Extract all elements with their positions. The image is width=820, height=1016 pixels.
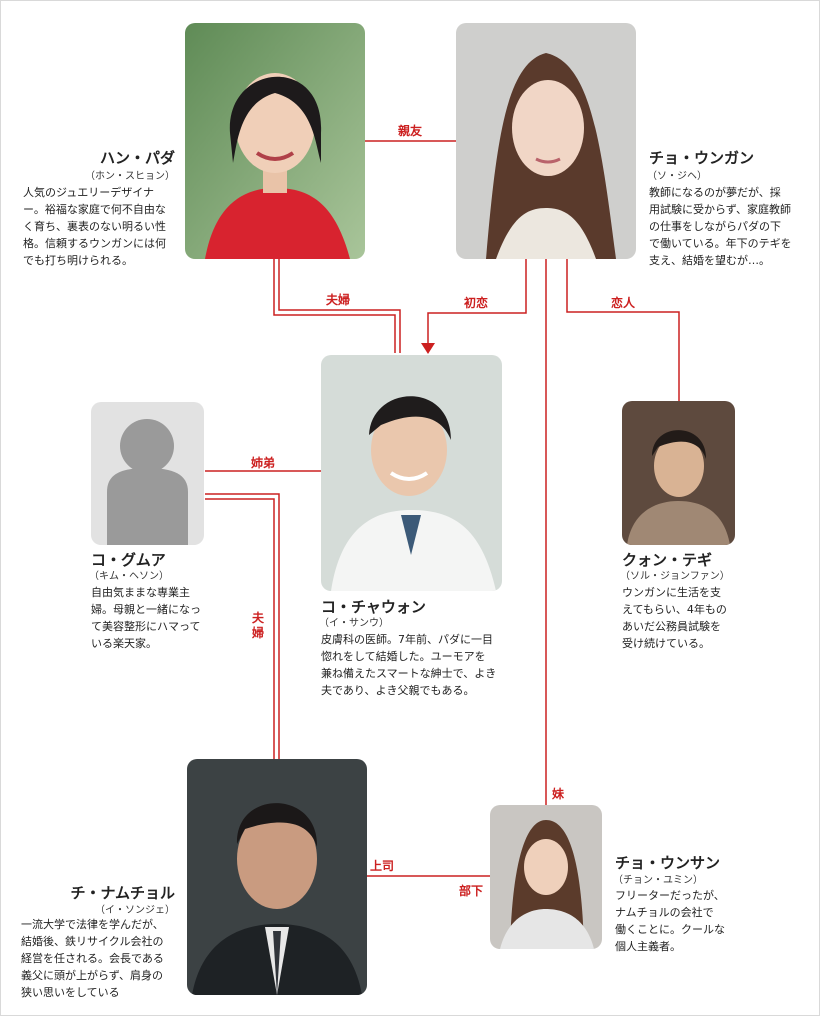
desc-chounsan: フリーターだったが、 ナムチョルの会社で 働くことに。クールな 個人主義者。 bbox=[615, 889, 725, 953]
photo-kochawon bbox=[321, 355, 502, 591]
label-koibito: 恋人 bbox=[611, 296, 636, 310]
label-hatsukoi: 初恋 bbox=[464, 296, 489, 310]
desc-hanpada: 人気のジュエリーデザイナ ー。裕福な家庭で何不自由な く育ち、裏表のない明るい性… bbox=[23, 186, 166, 267]
label-fufu1: 夫婦 bbox=[326, 293, 351, 307]
name-chinamchol: チ・ナムチョル bbox=[70, 884, 175, 902]
line-hatsukoi bbox=[427, 259, 527, 343]
label-imouto: 妹 bbox=[552, 787, 565, 801]
photo-kwontegi bbox=[622, 401, 735, 545]
actor-hanpada: （ホン・スヒョン） bbox=[85, 171, 175, 182]
name-chounggang: チョ・ウンガン bbox=[649, 149, 755, 167]
line-koibito bbox=[566, 259, 680, 401]
desc-chounggang: 教師になるのが夢だが、採 用試験に受からず、家庭教師 の仕事をしながらパダの下 … bbox=[649, 186, 792, 267]
arrowhead-icon bbox=[421, 343, 435, 354]
person-silhouette-icon bbox=[107, 419, 188, 545]
photo-kogumua bbox=[91, 402, 204, 545]
desc-kwontegi: ウンガンに生活を支 えてもらい、4年もの あいだ公務員試験を 受け続けている。 bbox=[622, 586, 727, 650]
photo-chounsan bbox=[490, 805, 602, 949]
label-shinyu: 親友 bbox=[398, 124, 423, 138]
actor-kochawon: （イ・サンウ） bbox=[319, 618, 389, 629]
line-fufu1-a bbox=[273, 259, 396, 353]
line-fufu1-b bbox=[278, 259, 401, 353]
desc-kochawon: 皮膚科の医師。7年前、パダに一目 惚れをして結婚した。ユーモアを 兼ね備えたスマ… bbox=[321, 633, 497, 697]
desc-chinamchol: 一流大学で法律を学んだが、 結婚後、鉄リサイクル会社の 経営を任される。会長であ… bbox=[21, 918, 164, 999]
line-fufu2-a bbox=[205, 493, 280, 759]
photo-hanpada bbox=[185, 23, 365, 259]
actor-kogumua: （キム・ヘソン） bbox=[89, 571, 169, 582]
actor-chounggang: （ソ・ジヘ） bbox=[647, 171, 707, 182]
label-fufu2: 夫婦 bbox=[252, 611, 265, 640]
name-kwontegi: クォン・テギ bbox=[622, 551, 713, 569]
photo-chounggang bbox=[456, 23, 636, 259]
actor-kwontegi: （ソル・ジョンファン） bbox=[620, 571, 730, 582]
name-chounsan: チョ・ウンサン bbox=[615, 854, 721, 872]
label-joushi: 上司 bbox=[370, 859, 395, 873]
actor-chinamchol: （イ・ソンジェ） bbox=[95, 905, 175, 916]
label-buka: 部下 bbox=[459, 884, 484, 898]
name-kogumua: コ・グムア bbox=[91, 551, 166, 569]
actor-chounsan: （チョン・ユミン） bbox=[613, 875, 703, 886]
desc-kogumua: 自由気ままな専業主 婦。母親と一緒になっ て美容整形にハマって いる楽天家。 bbox=[91, 586, 201, 650]
name-hanpada: ハン・パダ bbox=[99, 149, 175, 167]
label-shitei: 姉弟 bbox=[251, 456, 276, 470]
photo-chinamchol bbox=[187, 759, 367, 995]
name-kochawon: コ・チャウォン bbox=[321, 598, 426, 616]
line-fufu2-b bbox=[205, 498, 275, 759]
